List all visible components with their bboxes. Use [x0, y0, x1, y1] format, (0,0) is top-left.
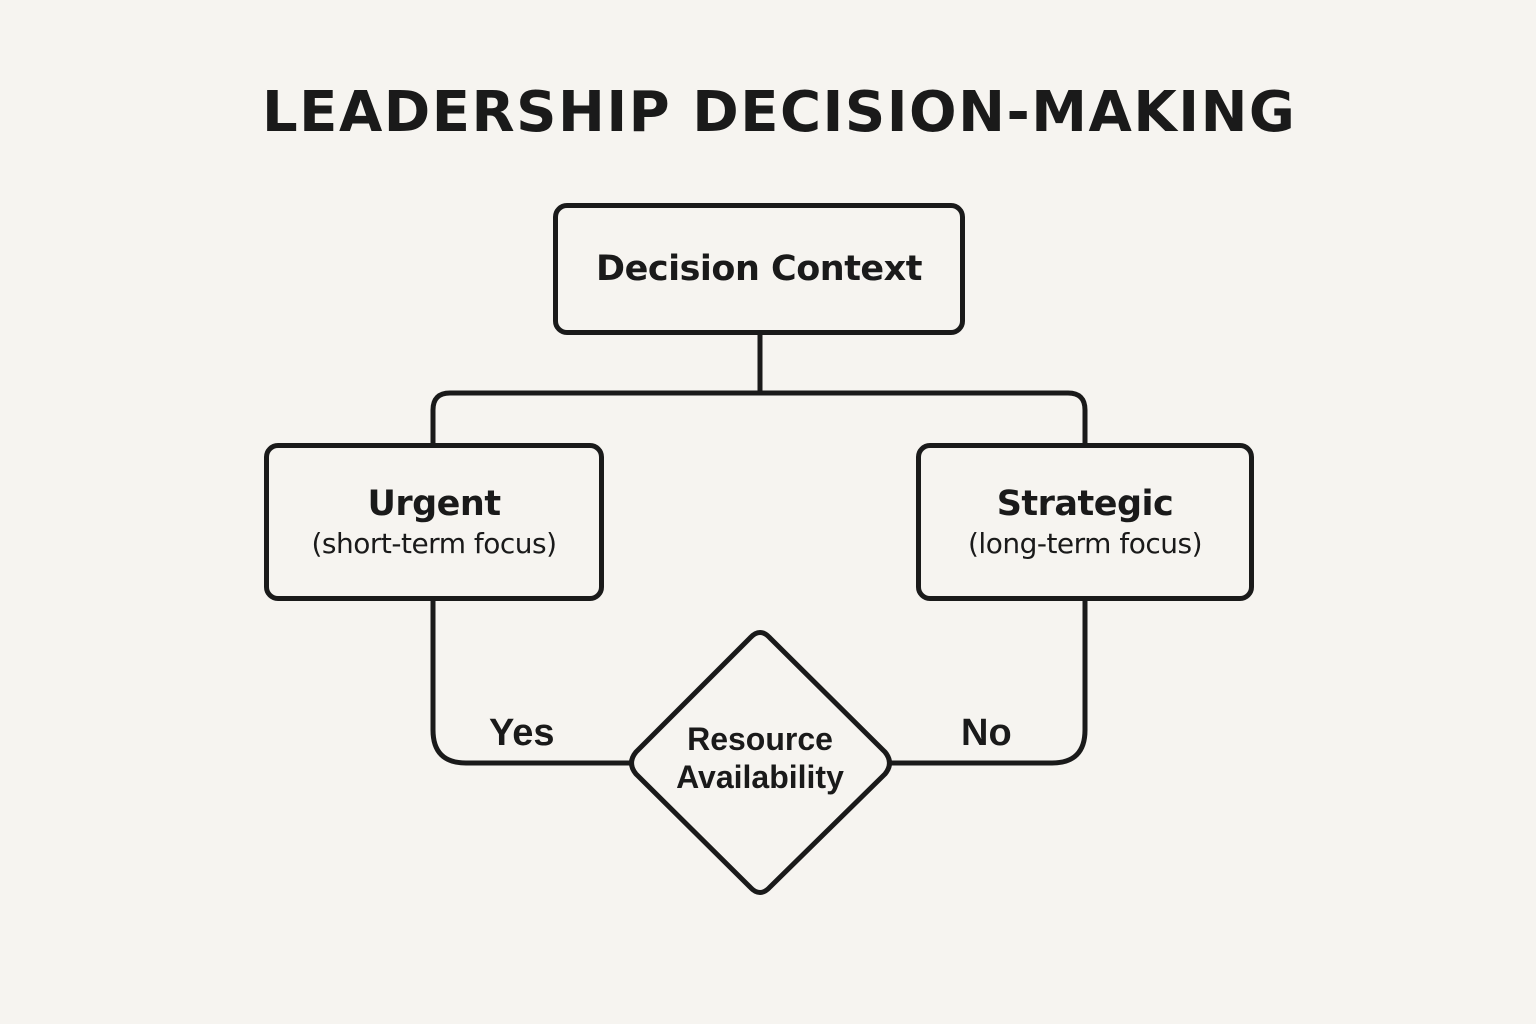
edge-label-no: No	[961, 712, 1012, 754]
node-strategic: Strategic (long-term focus)	[916, 443, 1254, 601]
node-resource-line2: Availability	[676, 759, 844, 795]
edge-label-yes: Yes	[489, 712, 555, 754]
node-urgent: Urgent (short-term focus)	[264, 443, 604, 601]
node-urgent-subtitle: (short-term focus)	[311, 527, 557, 560]
decision-diamond-shape	[629, 630, 892, 895]
node-urgent-title: Urgent	[367, 484, 501, 524]
node-strategic-subtitle: (long-term focus)	[968, 527, 1203, 560]
connector-strategic-to-diamond	[888, 598, 1088, 766]
node-strategic-title: Strategic	[996, 484, 1174, 524]
node-decision-context-title: Decision Context	[596, 249, 922, 289]
diagram-title: LEADERSHIP DECISION-MAKING	[262, 80, 1297, 145]
node-resource-availability: Resource Availability	[640, 720, 880, 796]
connector-urgent-to-diamond	[430, 598, 633, 766]
connector-split-bar	[430, 390, 1088, 446]
node-resource-line1: Resource	[687, 721, 833, 757]
node-decision-context: Decision Context	[553, 203, 965, 335]
